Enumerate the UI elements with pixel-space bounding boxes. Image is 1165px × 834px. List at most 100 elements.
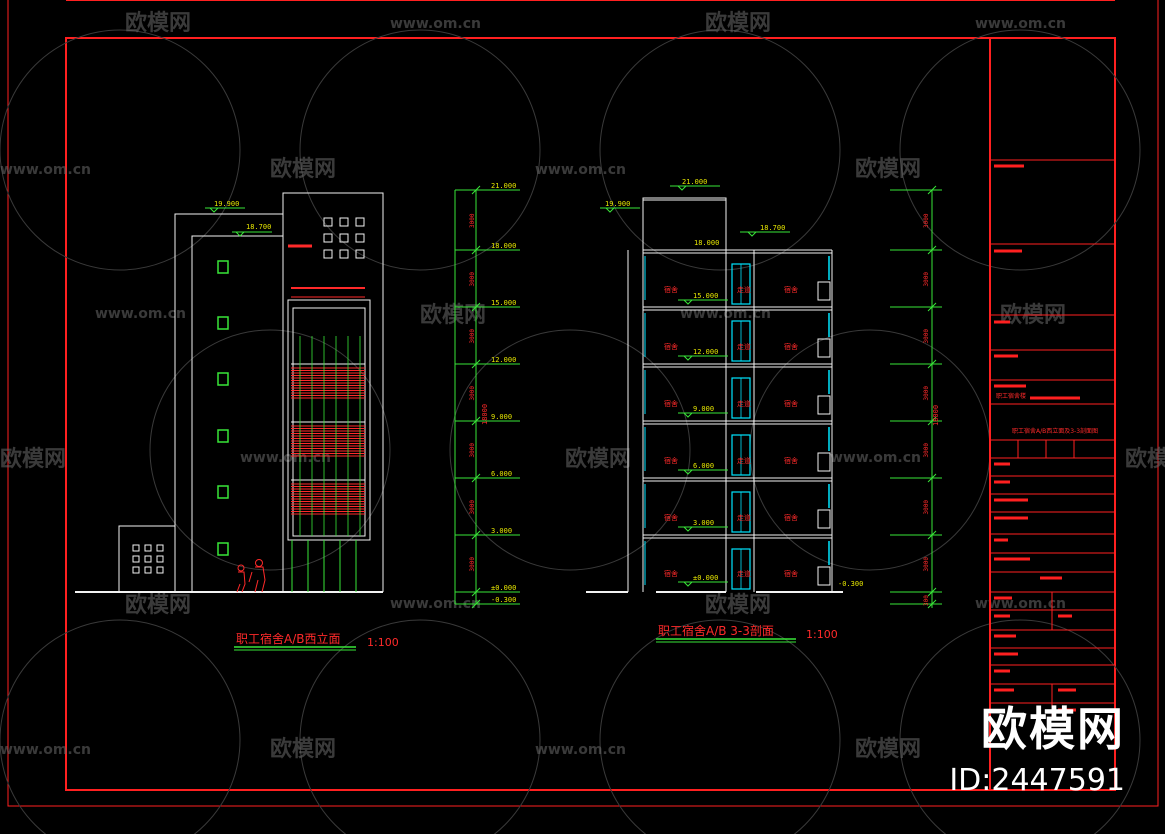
sheet-border (7, 0, 1159, 807)
floor-height-text: 3000 (923, 272, 930, 287)
watermark-site: www.om.cn (0, 162, 91, 178)
room-label: 走道 (737, 569, 751, 578)
dim-level-text: 15.000 (491, 299, 516, 307)
elevation-louvers (288, 244, 365, 298)
level-label: ±0.000 (693, 574, 718, 582)
floor-height-text: 300 (923, 595, 930, 606)
level-label: 9.000 (693, 405, 714, 413)
level-label: 21.000 (682, 178, 707, 186)
floor-height-text: 3000 (469, 213, 476, 228)
section-total-height: 18000 (932, 405, 940, 426)
louver-bands (291, 363, 365, 515)
level-marker (683, 526, 693, 532)
watermark-site: www.om.cn (830, 450, 921, 466)
watermark-brand: 欧模网 (270, 736, 336, 762)
dim-tick (927, 530, 937, 540)
room-label: 走道 (737, 456, 751, 465)
level-label: 19.900 (605, 200, 630, 208)
watermark-site: www.om.cn (240, 450, 331, 466)
dim-tick (471, 359, 481, 369)
title-block-text: 职工宿舍楼 职工宿舍A/B西立面及3-3剖面图 (996, 392, 1098, 435)
level-marker (683, 412, 693, 418)
level-label: 6.000 (693, 462, 714, 470)
room-label: 宿舍 (664, 342, 678, 351)
watermark-site: www.om.cn (390, 16, 481, 32)
section-level-marks: 19.900 21.000 18.700 -0.300 (600, 178, 863, 588)
level-label: 15.000 (693, 292, 718, 300)
section-title: 职工宿舍A/B 3-3剖面 (658, 623, 774, 638)
elevation-dimension-ticks: 21.00018.00015.00012.0009.0006.0003.000±… (455, 182, 520, 609)
watermark-site: www.om.cn (535, 742, 626, 758)
watermark-brand: 欧模网 (855, 156, 921, 182)
level-marker (683, 469, 693, 475)
room-label: 宿舍 (784, 456, 798, 465)
brand-logo-text: 欧模网 (981, 702, 1125, 756)
balcony-notch (817, 395, 831, 415)
people-figures (236, 559, 266, 593)
level-marker (683, 581, 693, 587)
level-label: -0.300 (838, 580, 863, 588)
dim-tick (471, 587, 481, 597)
watermark-brand: 欧模网 (270, 156, 336, 182)
elevation-title-block: 职工宿舍A/B西立面 1:100 (234, 631, 399, 651)
dim-level-text: 6.000 (491, 470, 512, 478)
watermark-site: www.om.cn (975, 16, 1066, 32)
room-label: 宿舍 (784, 399, 798, 408)
balcony-notch (817, 452, 831, 472)
room-label: 宿舍 (664, 513, 678, 522)
section-scale: 1:100 (806, 628, 838, 641)
room-label: 走道 (737, 513, 751, 522)
dim-tick (927, 359, 937, 369)
dim-tick (471, 245, 481, 255)
room-label: 宿舍 (784, 342, 798, 351)
level-label: 18.000 (694, 239, 719, 247)
dim-level-text: -0.300 (491, 596, 516, 604)
section-room-labels: 宿舍走道宿舍宿舍走道宿舍宿舍走道宿舍宿舍走道宿舍宿舍走道宿舍宿舍走道宿舍15.0… (664, 239, 798, 587)
floor-height-text: 3000 (923, 557, 930, 572)
dim-tick (471, 530, 481, 540)
room-label: 宿舍 (784, 285, 798, 294)
floor-height-text: 3000 (923, 443, 930, 458)
floor-height-text: 3000 (469, 386, 476, 401)
dim-tick (471, 416, 481, 426)
watermark-site: www.om.cn (535, 162, 626, 178)
watermark-site: www.om.cn (390, 596, 481, 612)
elevation-title: 职工宿舍A/B西立面 (236, 631, 341, 646)
balcony-notch (817, 509, 831, 529)
title-block-red-ticks (994, 164, 1080, 712)
dim-tick (927, 416, 937, 426)
balcony-notch (817, 566, 831, 586)
floor-height-text: 3000 (923, 213, 930, 228)
balcony-notch (817, 281, 831, 301)
room-label: 走道 (737, 399, 751, 408)
dim-level-text: 3.000 (491, 527, 512, 535)
sheet-title-block (989, 38, 1115, 790)
dim-level-text: 9.000 (491, 413, 512, 421)
drawing-title-label: 职工宿舍A/B西立面及3-3剖面图 (1012, 427, 1098, 435)
watermark-site: www.om.cn (975, 596, 1066, 612)
room-label: 宿舍 (784, 513, 798, 522)
elevation-level-marks: 19.900 18.700 (205, 200, 272, 237)
total-height-dimension: 18000 (481, 404, 489, 425)
dim-tick (471, 185, 481, 195)
section-3-3 (586, 197, 843, 593)
dim-level-text: 21.000 (491, 182, 516, 190)
watermark-brand: 欧模网 (705, 592, 771, 618)
floor-height-text: 3000 (469, 557, 476, 572)
elevation-windows (132, 217, 365, 574)
level-label: 19.900 (214, 200, 239, 208)
floor-height-text: 3000 (923, 386, 930, 401)
brand-id-text: ID:2447591 (949, 763, 1125, 798)
level-label: 3.000 (693, 519, 714, 527)
dim-level-text: ±0.000 (491, 584, 516, 592)
watermark-arcs (0, 29, 1141, 834)
room-label: 宿舍 (664, 569, 678, 578)
watermark-site: www.om.cn (95, 306, 186, 322)
elevation-side-windows (217, 260, 229, 556)
room-label: 宿舍 (784, 569, 798, 578)
project-name-label: 职工宿舍楼 (996, 392, 1026, 400)
dim-tick (927, 587, 937, 597)
section-title-block: 职工宿舍A/B 3-3剖面 1:100 (656, 623, 838, 643)
